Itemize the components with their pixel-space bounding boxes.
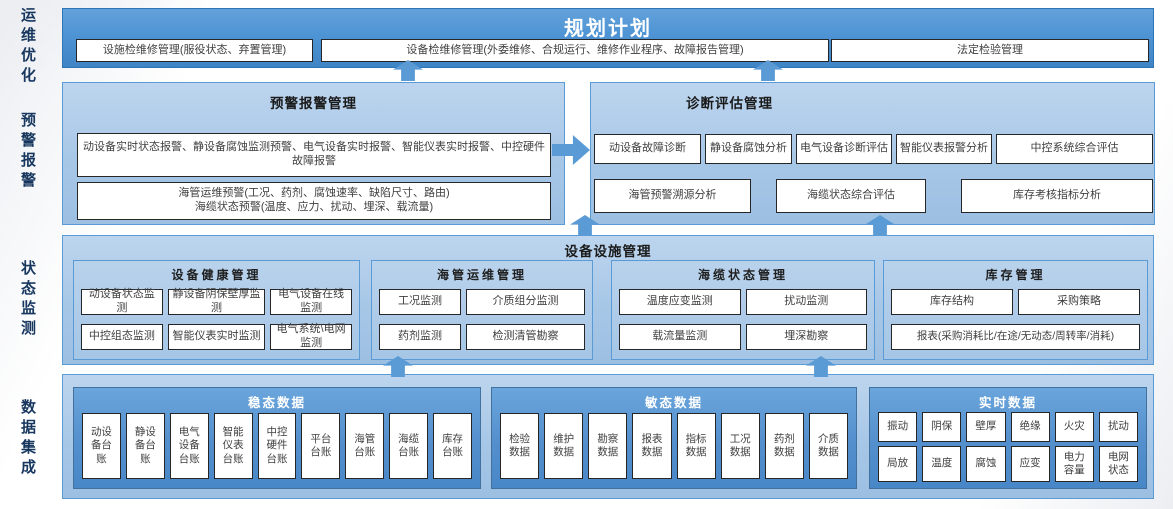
planning-box: 设施检维修管理(服役状态、弃置管理)	[76, 39, 313, 62]
data-box: 电力容量	[1054, 446, 1094, 482]
facility-box: 动设备状态监测	[81, 288, 163, 315]
data-box: 局放	[878, 446, 918, 482]
subsea-pipeline-panel: 海管运维管理 工况监测 介质组分监测 药剂监测 检测清管勘察	[371, 260, 593, 360]
data-box: 平台台账	[301, 413, 341, 479]
facility-box: 电气系统\电网监测	[270, 323, 352, 350]
diagnosis-box: 静设备腐蚀分析	[705, 134, 792, 164]
data-box: 火灾	[1054, 412, 1094, 442]
data-box: 电气设备台账	[169, 413, 209, 479]
side-label-data-integration: 数据集成	[19, 399, 36, 479]
diagnosis-box: 海管预警溯源分析	[594, 179, 751, 213]
facility-title: 设备设施管理	[564, 244, 652, 259]
data-box: 介质数据	[808, 413, 848, 479]
data-box: 动设备台账	[82, 413, 121, 479]
facility-box: 智能仪表实时监测	[167, 324, 266, 350]
dynamic-data-panel: 敏态数据 检验数据 维护数据 勘察数据 报表数据 指标数据 工况数据 药剂数据 …	[491, 387, 857, 489]
side-label-early-warning: 预警报警	[19, 112, 36, 192]
planning-panel: 规划计划 设施检维修管理(服役状态、弃置管理) 设备检维修管理(外委维修、合规运…	[62, 8, 1154, 68]
alerting-box: 海管运维预警(工况、药剂、腐蚀速率、缺陷尺寸、路由) 海缆状态预警(温度、应力、…	[77, 182, 551, 220]
data-box: 扰动	[1098, 412, 1139, 442]
realtime-data-title: 实时数据	[978, 396, 1037, 410]
data-box: 海缆台账	[389, 413, 429, 479]
data-box: 阴保	[922, 412, 962, 442]
data-box: 报表数据	[632, 413, 672, 479]
inventory-panel: 库存管理 库存结构 采购策略 报表(采购消耗比/在途/无动态/周转率/消耗)	[883, 260, 1148, 360]
data-box: 工况数据	[720, 413, 760, 479]
data-box: 海管台账	[345, 413, 385, 479]
data-box: 应变	[1010, 446, 1050, 482]
data-box: 库存台账	[433, 413, 473, 479]
alerting-box-line: 海缆状态预警(温度、应力、扰动、埋深、载流量)	[194, 201, 434, 213]
facility-box: 扰动监测	[745, 289, 867, 315]
diagnosis-box: 库存考核指标分析	[961, 179, 1153, 213]
steady-data-title: 稳态数据	[247, 396, 306, 410]
data-box: 检验数据	[500, 413, 540, 479]
data-box: 绝缘	[1010, 412, 1050, 442]
data-box: 腐蚀	[966, 446, 1006, 482]
data-box: 维护数据	[544, 413, 584, 479]
diagnosis-panel: 诊断评估管理 动设备故障诊断 静设备腐蚀分析 电气设备诊断评估 智能仪表报警分析…	[590, 82, 1155, 225]
data-box: 静设备台账	[125, 413, 165, 479]
alerting-box-line: 海管运维预警(工况、药剂、腐蚀速率、缺陷尺寸、路由)	[178, 187, 450, 200]
facility-box: 埋深勘察	[745, 324, 867, 350]
subsea-cable-panel: 海缆状态管理 温度应变监测 扰动监测 载流量监测 埋深勘察	[611, 260, 875, 360]
data-box: 智能仪表台账	[213, 413, 253, 479]
facility-box: 静设备阴保壁厚监测	[167, 288, 266, 315]
data-box: 壁厚	[966, 412, 1006, 442]
facility-box: 中控组态监测	[81, 324, 163, 350]
equipment-health-panel: 设备健康管理 动设备状态监测 静设备阴保壁厚监测 电气设备在线监测 中控组态监测…	[73, 260, 360, 360]
facility-box: 电气设备在线监测	[270, 288, 352, 315]
diagnosis-box: 智能仪表报警分析	[896, 134, 992, 164]
data-box: 指标数据	[676, 413, 716, 479]
facility-box: 检测清管勘察	[466, 324, 585, 350]
data-box: 药剂数据	[764, 413, 804, 479]
equipment-health-title: 设备健康管理	[171, 268, 262, 282]
inventory-title: 库存管理	[985, 268, 1046, 282]
diagnosis-box: 电气设备诊断评估	[796, 134, 892, 164]
diagnosis-box: 海缆状态综合评估	[776, 179, 926, 213]
steady-data-panel: 稳态数据 动设备台账 静设备台账 电气设备台账 智能仪表台账 中控硬件台账 平台…	[73, 387, 481, 489]
subsea-cable-title: 海缆状态管理	[697, 268, 788, 282]
facility-box: 采购策略	[1018, 289, 1140, 315]
facility-box: 报表(采购消耗比/在途/无动态/周转率/消耗)	[891, 324, 1140, 350]
planning-title: 规划计划	[564, 18, 652, 40]
dynamic-data-title: 敏态数据	[644, 396, 703, 410]
side-label-ops-optimization: 运维优化	[19, 7, 36, 87]
alerting-title: 预警报警管理	[270, 96, 357, 111]
realtime-data-panel: 实时数据 振动 阴保 壁厚 绝缘 火灾 扰动 局放 温度 腐蚀 应变 电力容量 …	[869, 387, 1147, 489]
facility-box: 库存结构	[891, 289, 1013, 315]
planning-box: 法定检验管理	[831, 39, 1149, 62]
alerting-box: 动设备实时状态报警、静设备腐蚀监测预警、电气设备实时报警、智能仪表实时报警、中控…	[77, 133, 551, 177]
facility-box: 介质组分监测	[466, 289, 585, 315]
data-box: 振动	[878, 412, 918, 442]
facility-box: 温度应变监测	[619, 289, 741, 315]
facility-panel: 设备设施管理 设备健康管理 动设备状态监测 静设备阴保壁厚监测 电气设备在线监测…	[62, 235, 1154, 365]
alerting-panel: 预警报警管理 动设备实时状态报警、静设备腐蚀监测预警、电气设备实时报警、智能仪表…	[62, 82, 565, 225]
data-box: 中控硬件台账	[257, 413, 297, 479]
facility-box: 药剂监测	[379, 324, 461, 350]
subsea-pipeline-title: 海管运维管理	[436, 268, 527, 282]
integration-panel: 稳态数据 动设备台账 静设备台账 电气设备台账 智能仪表台账 中控硬件台账 平台…	[62, 374, 1154, 499]
planning-box: 设备检维修管理(外委维修、合规运行、维修作业程序、故障报告管理)	[321, 39, 829, 62]
side-label-status-monitor: 状态监测	[19, 260, 36, 340]
diagnosis-box: 中控系统综合评估	[996, 134, 1153, 164]
data-box: 温度	[922, 446, 962, 482]
facility-box: 载流量监测	[619, 324, 741, 350]
data-box: 电网状态	[1098, 446, 1139, 482]
diagnosis-title: 诊断评估管理	[686, 96, 773, 111]
data-box: 勘察数据	[588, 413, 628, 479]
diagnosis-box: 动设备故障诊断	[594, 134, 701, 164]
facility-box: 工况监测	[379, 289, 461, 315]
